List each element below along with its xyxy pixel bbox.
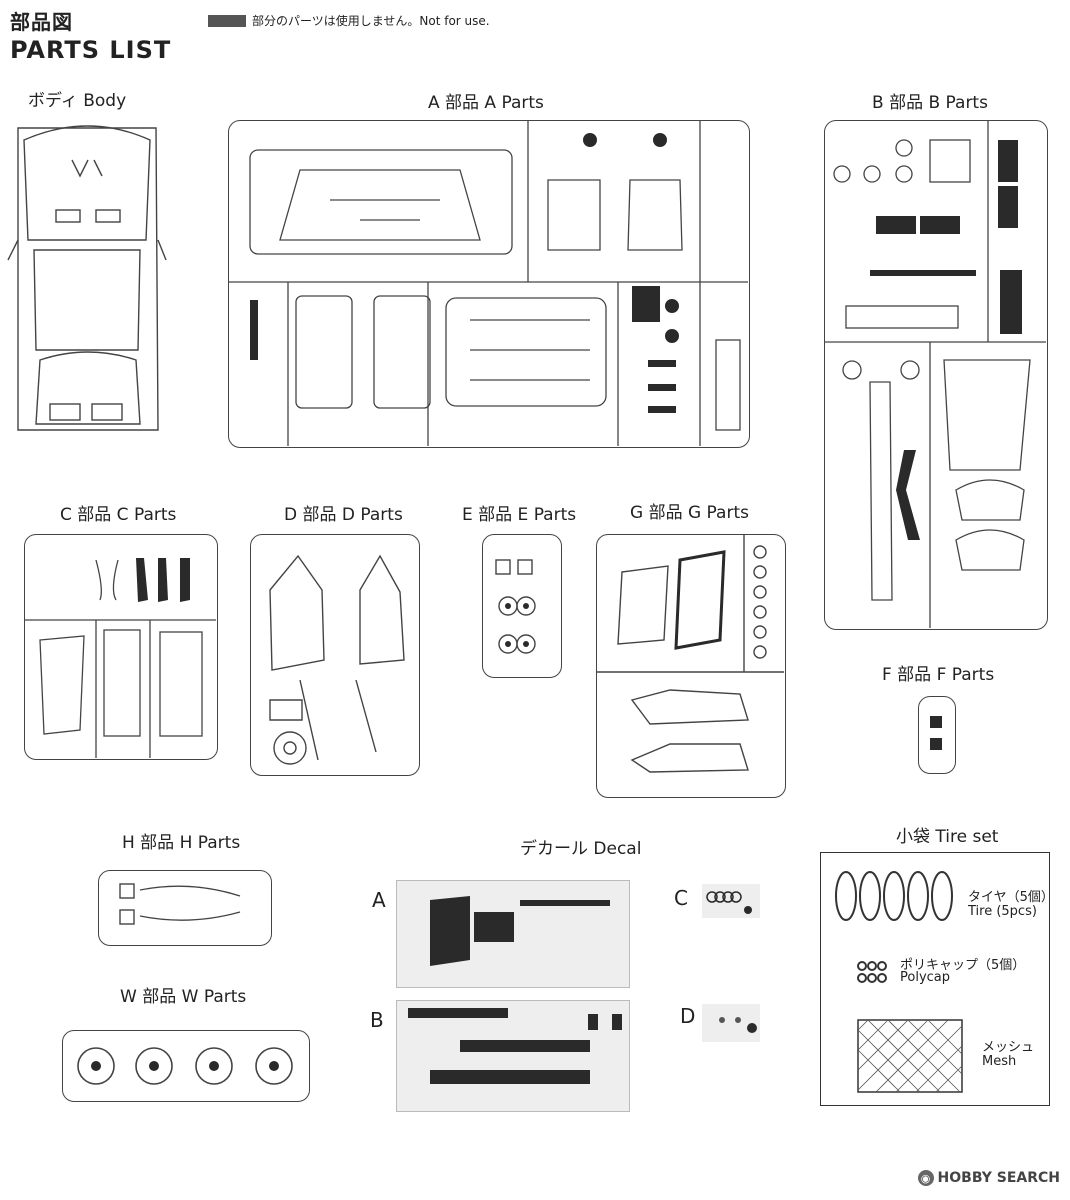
section-label-decal: デカール Decal: [520, 839, 642, 859]
legend-text: 部分のパーツは使用しません。Not for use.: [252, 14, 490, 28]
runner-c: [24, 534, 218, 760]
runner-w: [62, 1030, 310, 1102]
decal-sheet-a: [396, 880, 630, 988]
decal-label-a: A: [372, 888, 386, 912]
section-label-g: G 部品 G Parts: [630, 503, 749, 523]
decal-label-d: D: [680, 1004, 696, 1028]
section-label-c: C 部品 C Parts: [60, 505, 177, 525]
decal-sheet-d: [702, 1004, 760, 1042]
tire-label-jp: タイヤ（5個）: [968, 890, 1054, 905]
decal-label-c: C: [674, 886, 688, 910]
tire-set-box: [820, 852, 1050, 1106]
section-label-d: D 部品 D Parts: [284, 505, 403, 525]
runner-f: [918, 696, 956, 774]
logo-mark-icon: ◉: [917, 1170, 934, 1186]
runner-a: [228, 120, 750, 448]
decal-label-b: B: [370, 1008, 384, 1032]
page-title-en: PARTS LIST: [10, 36, 172, 64]
runner-e: [482, 534, 562, 678]
watermark-text: HOBBY SEARCH: [937, 1170, 1060, 1186]
section-label-f: F 部品 F Parts: [882, 665, 995, 685]
runner-h: [98, 870, 272, 946]
page-title-jp: 部品図: [10, 10, 73, 34]
runner-d: [250, 534, 420, 776]
legend: 部分のパーツは使用しません。Not for use.: [208, 12, 490, 29]
tire-label-en: Tire (5pcs): [968, 904, 1037, 919]
section-label-b: B 部品 B Parts: [872, 93, 988, 113]
section-label-a: A 部品 A Parts: [428, 93, 544, 113]
watermark: ◉ HOBBY SEARCH: [917, 1170, 1060, 1186]
legend-swatch: [208, 14, 246, 27]
mesh-label-en: Mesh: [982, 1054, 1017, 1069]
decal-sheet-b: [396, 1000, 630, 1112]
polycap-label-jp: ポリキャップ（5個）: [900, 958, 1026, 973]
decal-sheet-c: [702, 884, 760, 918]
mesh-label-jp: メッシュ: [982, 1040, 1035, 1055]
section-label-w: W 部品 W Parts: [120, 987, 247, 1007]
section-label-h: H 部品 H Parts: [122, 833, 241, 853]
runner-b: [824, 120, 1048, 630]
section-label-body: ボディ Body: [28, 91, 127, 111]
polycap-label-en: Polycap: [900, 970, 951, 985]
runner-g: [596, 534, 786, 798]
section-label-e: E 部品 E Parts: [462, 505, 577, 525]
section-label-tireset: 小袋 Tire set: [896, 827, 999, 847]
